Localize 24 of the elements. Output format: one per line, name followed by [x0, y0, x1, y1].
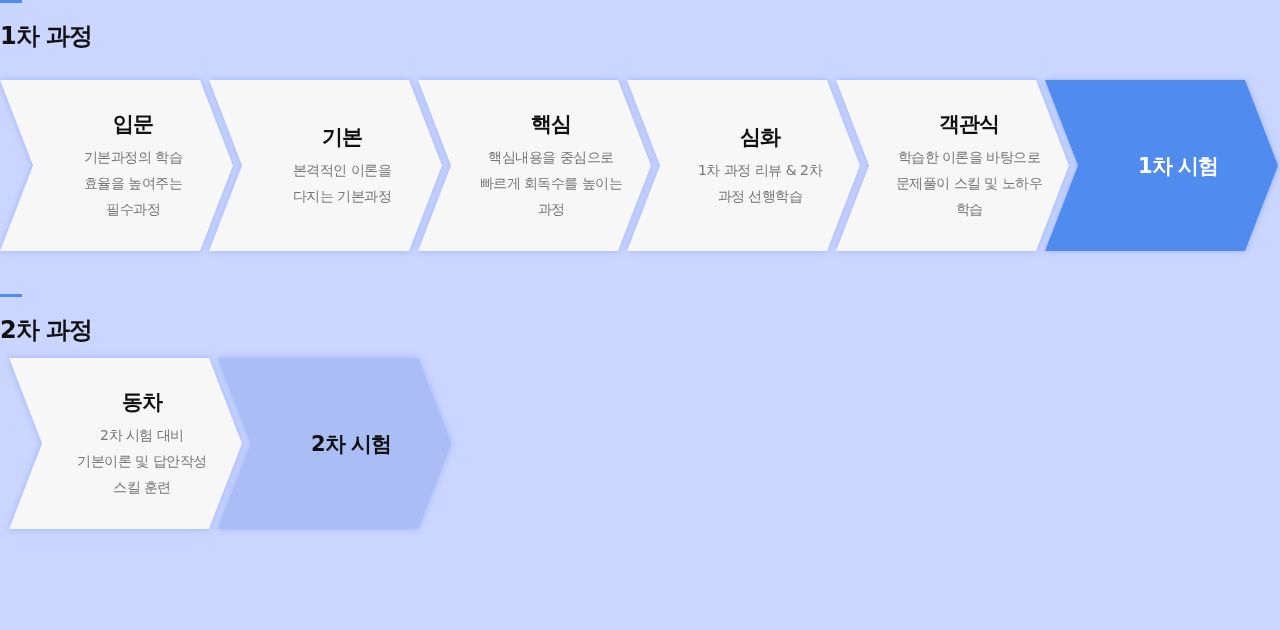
chevron-step — [209, 80, 442, 251]
chevron-step — [0, 80, 233, 251]
section-heading: 2차 과정 — [0, 315, 93, 346]
chevron-step — [9, 358, 242, 529]
chevron-step — [1045, 80, 1278, 251]
step-title: 심화 — [740, 123, 780, 151]
step-description: 1차 과정 리뷰 & 2차 과정 선행학습 — [696, 160, 824, 206]
step-title: 핵심 — [531, 110, 571, 138]
chevron-step — [836, 80, 1069, 251]
step-title: 객관식 — [939, 110, 999, 138]
chevron-step — [418, 80, 651, 251]
step-description: 2차 시험 대비 기본이론 및 답안작성 스킬 훈련 — [77, 425, 207, 497]
chevron-step — [218, 358, 451, 529]
step-description: 본격적인 이론을 다지는 기본과정 — [291, 160, 393, 206]
step-title: 입문 — [113, 110, 153, 138]
step-description: 기본과정의 학습 효율을 높여주는 필수과정 — [82, 147, 184, 219]
step-title: 동차 — [122, 388, 162, 416]
step-title: 1차 시험 — [1138, 152, 1218, 180]
step-title: 2차 시험 — [311, 430, 391, 458]
chevron-step — [627, 80, 860, 251]
step-description: 학습한 이론을 바탕으로 문제풀이 스킬 및 노하우 학습 — [894, 147, 1044, 219]
section-heading: 1차 과정 — [0, 21, 93, 52]
step-description: 핵심내용을 중심으로 빠르게 회독수를 높이는 과정 — [478, 147, 624, 219]
step-title: 기본 — [322, 123, 362, 151]
